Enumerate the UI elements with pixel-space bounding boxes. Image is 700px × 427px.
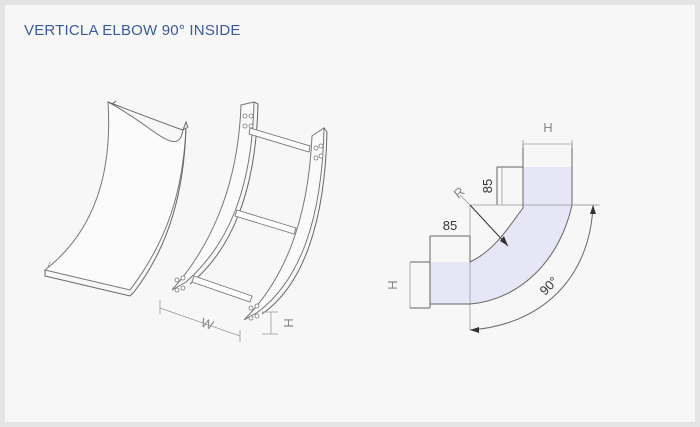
solid-tray-elbow	[43, 100, 189, 297]
radius-label: R	[451, 184, 468, 202]
left-offset-label: 85	[443, 218, 457, 233]
elbow-dimension-drawing: H 85 R 85 H	[385, 120, 600, 333]
top-height-label: H	[543, 120, 552, 135]
height-label: H	[281, 318, 296, 327]
ladder-elbow: W H	[159, 101, 328, 342]
left-height-label: H	[385, 280, 400, 289]
width-label: W	[199, 315, 216, 333]
page-title: VERTICLA ELBOW 90° INSIDE	[24, 22, 241, 39]
top-offset-label: 85	[480, 179, 495, 193]
angle-label: 90°	[537, 274, 562, 299]
